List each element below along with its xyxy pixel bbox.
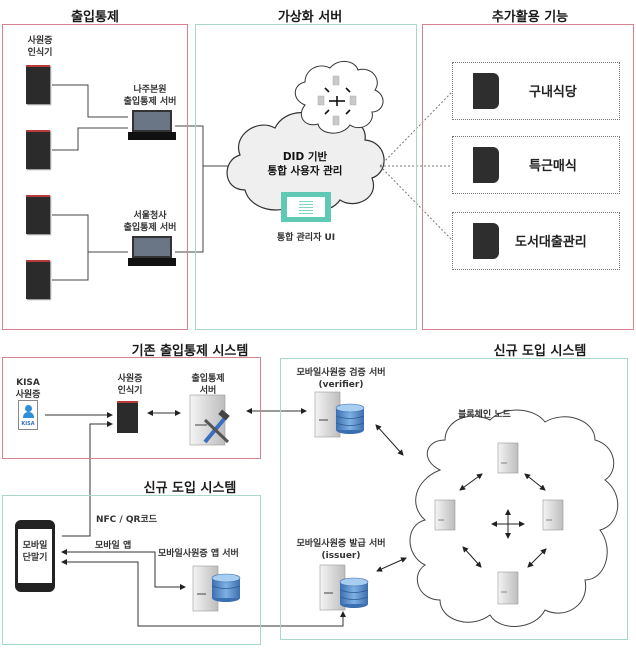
issuer-label-line1: 모바일사원증 발급 서버	[296, 539, 386, 549]
kisa-id-card-icon: KISA	[18, 400, 38, 430]
seoul-server-label: 서울청사 출입통제 서버	[110, 210, 190, 234]
reader-label-line2: 인식기	[27, 48, 53, 58]
access-control-title: 출입통제	[71, 10, 119, 25]
seoul-server-base	[128, 258, 176, 266]
virtual-server-panel	[195, 24, 417, 330]
kisa-card-text: KISA	[21, 421, 35, 427]
reader-label-line1: 사원증	[27, 36, 53, 46]
kisa-card-label-line2: 사원증	[15, 390, 41, 400]
card-reader-icon	[473, 223, 499, 259]
naju-server-monitor-icon	[132, 110, 172, 132]
access-control-panel	[2, 24, 188, 330]
admin-ui-label: 통합 관리자 UI	[276, 233, 336, 243]
issuer-label-line2: (issuer)	[321, 551, 361, 561]
feature-cafeteria-label: 구내식당	[529, 85, 577, 100]
feature-library[interactable]: 도서대출관리	[452, 212, 620, 270]
legacy-reader-label: 사원증 인식기	[100, 373, 160, 397]
kisa-card-label-line1: KISA	[16, 378, 40, 388]
card-reader-icon	[117, 401, 138, 433]
legacy-system-title: 기존 출입통제 시스템	[131, 344, 249, 359]
card-reader-icon	[473, 147, 499, 183]
mobile-phone-label-line1: 모바일	[22, 541, 48, 551]
legacy-system-panel	[2, 357, 261, 459]
new-system-left-panel	[2, 495, 261, 645]
mobile-phone-icon	[15, 520, 55, 592]
nfc-qr-label: NFC / QR코드	[96, 515, 157, 525]
feature-overtime-meal[interactable]: 특근매식	[452, 136, 620, 194]
naju-server-label: 나주본원 출입통제 서버	[110, 84, 190, 108]
issuer-label: 모바일사원증 발급 서버 (issuer)	[286, 538, 396, 562]
legacy-reader-label-line2: 인식기	[117, 386, 143, 396]
did-cloud-label-line2: 통합 사용자 관리	[267, 165, 343, 177]
seoul-server-label-line1: 서울청사	[133, 211, 167, 221]
mobile-phone-label-line2: 단말기	[22, 553, 48, 563]
blockchain-node-label: 블록체인 노드	[458, 410, 511, 420]
verifier-label: 모바일사원증 검증 서버 (verifier)	[286, 367, 396, 391]
naju-server-label-line2: 출입통제 서버	[123, 97, 177, 107]
legacy-server-label-line1: 출입통제	[191, 374, 225, 384]
naju-server-base	[128, 132, 176, 140]
card-reader-icon	[26, 65, 50, 104]
legacy-reader-label-line1: 사원증	[117, 374, 143, 384]
extra-features-panel	[422, 24, 634, 330]
feature-cafeteria[interactable]: 구내식당	[452, 62, 620, 120]
legacy-server-label-line2: 서버	[199, 386, 217, 396]
new-system-right-title: 신규 도입 시스템	[493, 344, 587, 359]
card-reader-icon	[26, 195, 50, 234]
legacy-server-label: 출입통제 서버	[178, 373, 238, 397]
virtual-server-title: 가상화 서버	[277, 10, 343, 25]
card-reader-icon	[26, 130, 50, 169]
card-reader-icon	[26, 260, 50, 299]
reader-label: 사원증 인식기	[20, 35, 60, 59]
card-reader-icon	[473, 73, 499, 109]
kisa-card-label: KISA 사원증	[10, 377, 46, 401]
admin-ui-icon[interactable]	[281, 192, 331, 222]
verifier-label-line1: 모바일사원증 검증 서버	[296, 368, 386, 378]
seoul-server-label-line2: 출입통제 서버	[123, 223, 177, 233]
feature-library-label: 도서대출관리	[515, 235, 587, 250]
did-cloud-label-line1: DID 기반	[282, 151, 328, 163]
new-system-left-title: 신규 도입 시스템	[143, 481, 237, 496]
mobile-app-label: 모바일 앱	[95, 541, 132, 551]
verifier-label-line2: (verifier)	[318, 380, 364, 390]
feature-overtime-meal-label: 특근매식	[529, 159, 577, 174]
did-cloud-label: DID 기반 통합 사용자 관리	[250, 150, 360, 178]
app-server-label: 모바일사원증 앱 서버	[158, 549, 239, 559]
extra-features-title: 추가활용 기능	[491, 10, 569, 25]
seoul-server-monitor-icon	[132, 236, 172, 258]
mobile-phone-label: 모바일 단말기	[15, 540, 55, 564]
naju-server-label-line1: 나주본원	[133, 85, 167, 95]
person-icon	[25, 405, 32, 412]
new-system-right-panel	[280, 358, 628, 640]
